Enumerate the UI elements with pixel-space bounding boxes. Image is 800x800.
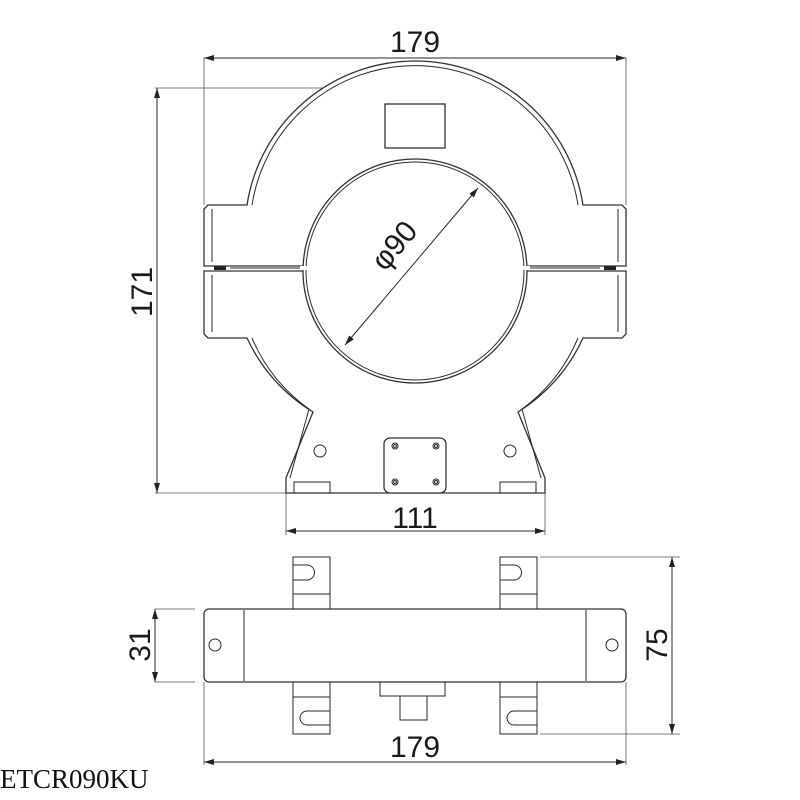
label-window — [384, 103, 446, 149]
dimension-thickness: 31 — [124, 628, 157, 661]
dimension-width-top: 179 — [390, 26, 440, 59]
front-view: 179 171 111 φ90 — [126, 26, 627, 535]
inner-aperture — [302, 158, 528, 384]
dimension-base-width: 111 — [392, 502, 438, 535]
mounting-hole-left — [313, 444, 327, 458]
dimension-line-diameter — [344, 187, 479, 346]
model-label: ETCR090KU — [0, 764, 149, 794]
body-side — [203, 608, 627, 683]
dimension-width-bottom: 179 — [390, 731, 440, 764]
terminal-plate — [383, 437, 447, 494]
mounting-hole-right — [503, 444, 517, 458]
dimension-height: 171 — [126, 267, 159, 317]
bottom-view: 31 75 179 — [124, 556, 680, 765]
dimension-depth: 75 — [641, 628, 674, 661]
